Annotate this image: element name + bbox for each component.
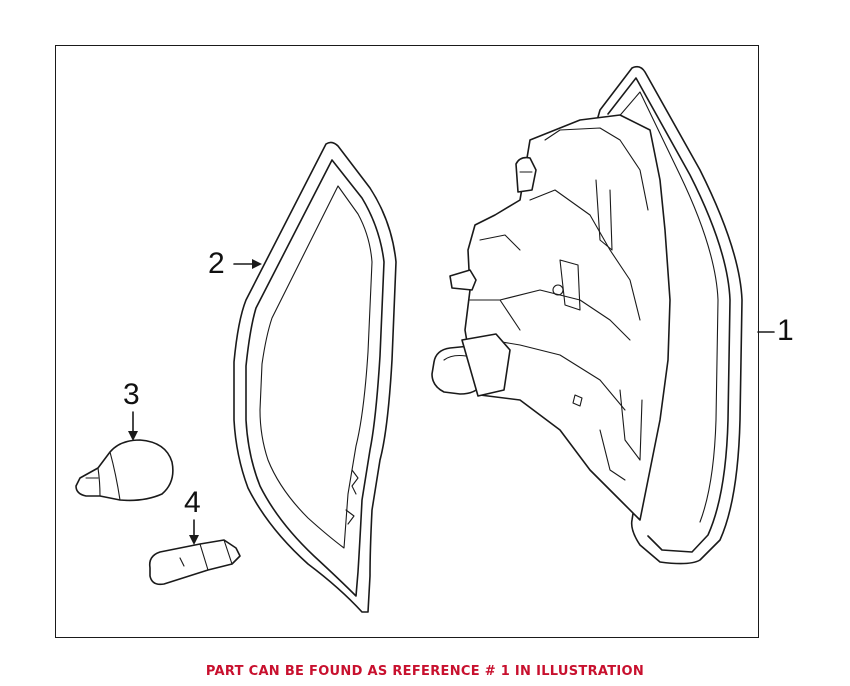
arrow-4-icon — [189, 535, 199, 545]
callout-1: 1 — [777, 314, 794, 347]
bulb-large — [75, 439, 174, 502]
reference-caption: PART CAN BE FOUND AS REFERENCE # 1 IN IL… — [205, 664, 645, 679]
tail-lamp-housing — [431, 65, 743, 565]
arrow-3-icon — [128, 431, 138, 441]
arrow-2-icon — [252, 259, 262, 269]
bulb-small — [148, 539, 241, 586]
callout-4: 4 — [184, 486, 201, 519]
callout-3: 3 — [123, 378, 140, 411]
diagram-frame — [55, 45, 759, 638]
callout-2: 2 — [208, 247, 225, 280]
leader-lines — [128, 259, 775, 545]
lamp-gasket — [233, 141, 397, 613]
